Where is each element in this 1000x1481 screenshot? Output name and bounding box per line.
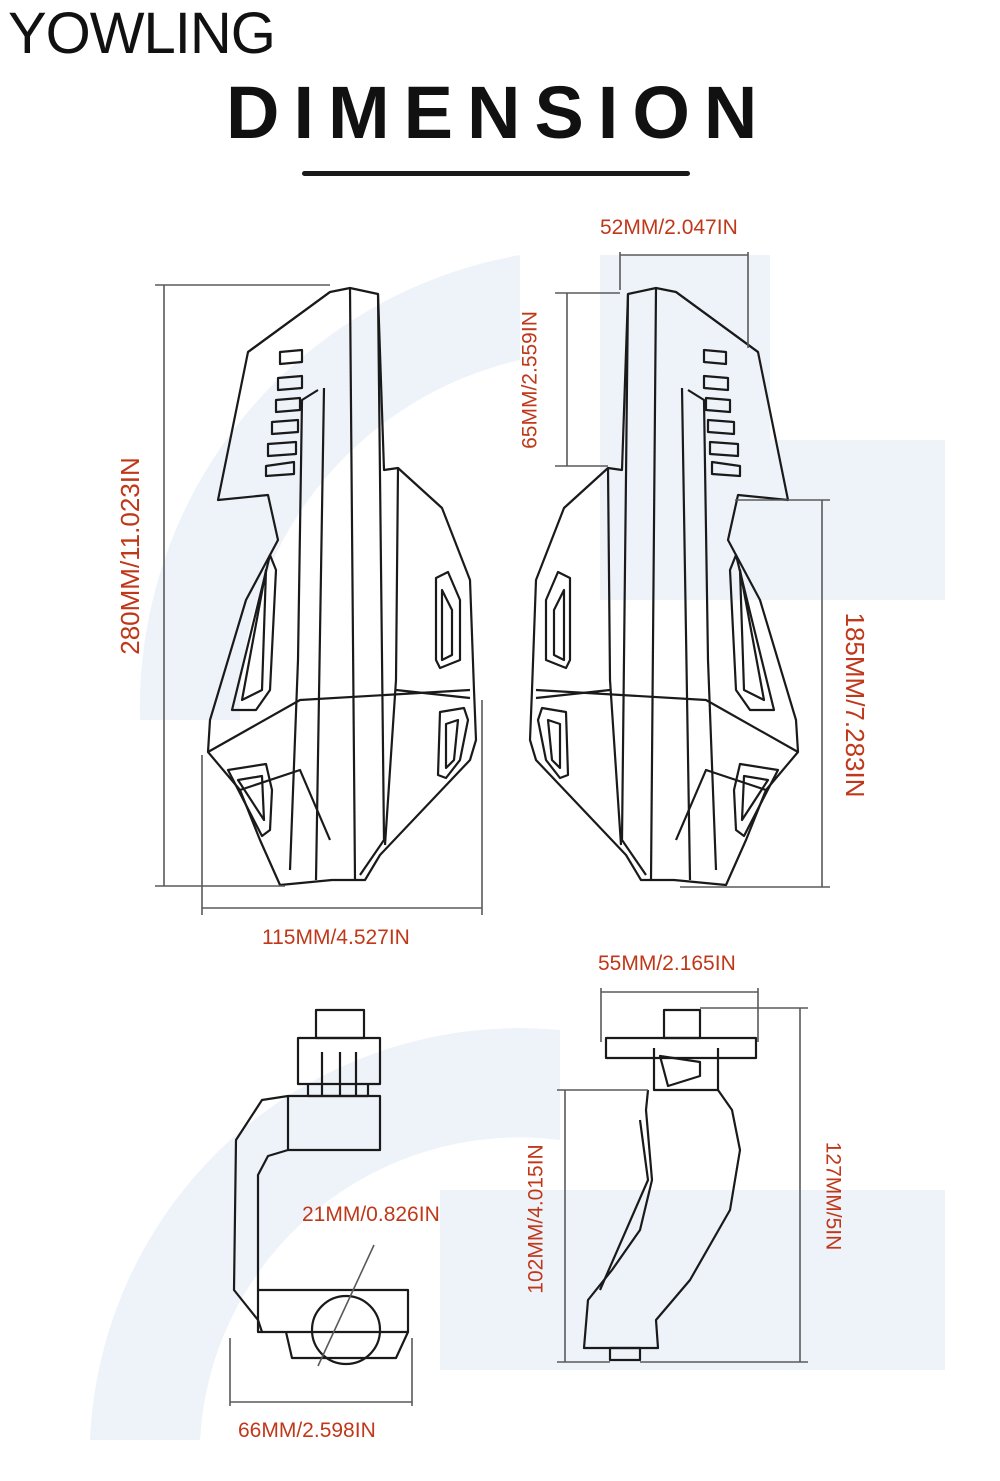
dim-label-102mm: 102MM/4.015IN xyxy=(524,1144,548,1294)
background-watermark xyxy=(90,255,945,1440)
dim-label-21mm: 21MM/0.826IN xyxy=(302,1203,440,1226)
mount-bracket-side xyxy=(582,1008,758,1362)
page-title: DIMENSION xyxy=(226,71,772,154)
right-vent-slots xyxy=(702,348,742,478)
dim-label-65mm: 65MM/2.559IN xyxy=(518,311,542,449)
right-handguard xyxy=(528,286,800,887)
dim-label-127mm: 127MM/5IN xyxy=(821,1141,845,1251)
dim-label-280mm: 280MM/11.023IN xyxy=(115,457,145,655)
dim-label-55mm: 55MM/2.165IN xyxy=(598,952,736,975)
brand-logo: YOWLING xyxy=(8,1,276,66)
dim-label-52mm: 52MM/2.047IN xyxy=(600,216,738,239)
dim-label-66mm: 66MM/2.598IN xyxy=(238,1419,376,1442)
title-underline xyxy=(302,171,690,176)
left-handguard xyxy=(206,286,478,887)
dim-label-185mm: 185MM/7.283IN xyxy=(840,612,870,798)
dimension-lines xyxy=(155,252,830,1406)
dim-label-115mm: 115MM/4.527IN xyxy=(262,926,410,949)
mount-bracket-front xyxy=(232,1008,410,1366)
left-vent-slots xyxy=(264,348,304,478)
